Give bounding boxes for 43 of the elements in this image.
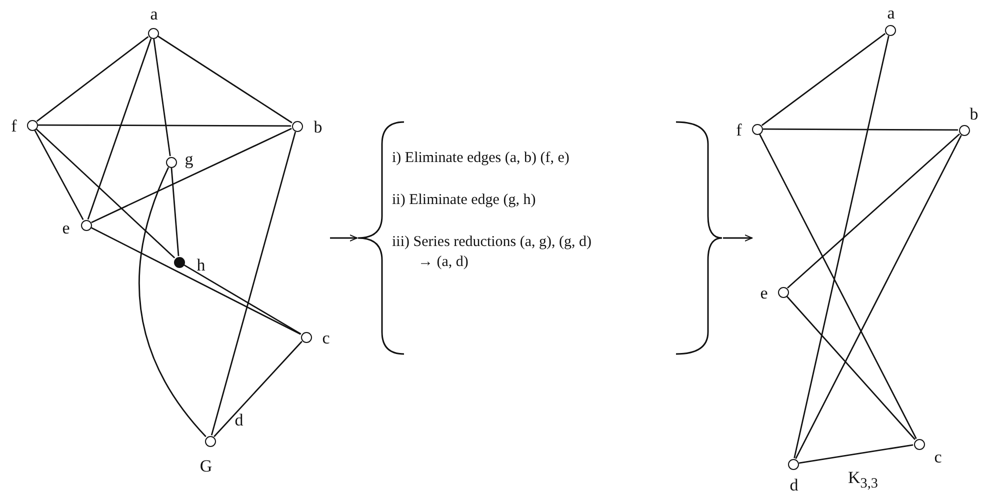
graph-edge xyxy=(214,340,302,438)
graph-caption: G xyxy=(200,458,212,474)
graph-edge xyxy=(763,128,958,131)
graph-edge xyxy=(787,133,960,289)
vertex-label: e xyxy=(62,220,70,236)
step-text: i) Eliminate edges (a, b) (f, e) xyxy=(392,149,570,168)
graph-edge xyxy=(761,33,886,126)
graph-edge xyxy=(798,444,914,464)
graph-edge xyxy=(34,130,84,220)
graph-edge xyxy=(153,38,171,156)
graph-edge xyxy=(184,264,302,335)
step-text: iii) Series reductions (a, g), (g, d) → (a, d) xyxy=(392,233,593,272)
graph-edge xyxy=(36,36,149,122)
arrow xyxy=(723,234,752,242)
graph-edge xyxy=(91,227,301,335)
vertex-label: b xyxy=(314,118,322,136)
graph-edge xyxy=(170,168,180,256)
vertex-label: c xyxy=(934,448,942,466)
graph-edge xyxy=(38,124,291,127)
vertex-label: g xyxy=(184,150,194,168)
vertex-label: d xyxy=(234,412,244,428)
vertex-label: c xyxy=(322,330,330,346)
vertex-label: d xyxy=(790,476,798,494)
step-text: ii) Eliminate edge (g, h) xyxy=(392,191,537,210)
vertex-label: e xyxy=(760,284,768,302)
graph-edge xyxy=(158,36,292,124)
vertex-label: f xyxy=(736,122,742,138)
vertex-label: h xyxy=(196,256,206,274)
graph-edge xyxy=(759,134,917,439)
arrow xyxy=(330,234,358,242)
graph-edge xyxy=(36,128,176,258)
graph-edge xyxy=(91,128,292,224)
vertex-label: b xyxy=(970,106,978,122)
graph-edge xyxy=(210,132,296,436)
vertex-label: a xyxy=(887,4,895,22)
graph-caption: K$_{3,3}$ xyxy=(848,469,878,491)
vertex-label: a xyxy=(150,6,158,22)
vertex-label: f xyxy=(11,118,17,134)
graph-edge xyxy=(87,38,152,220)
graph-edge xyxy=(786,296,916,440)
graph-edge xyxy=(138,167,206,438)
graph-edge xyxy=(795,135,962,459)
graph-edge xyxy=(794,36,890,458)
